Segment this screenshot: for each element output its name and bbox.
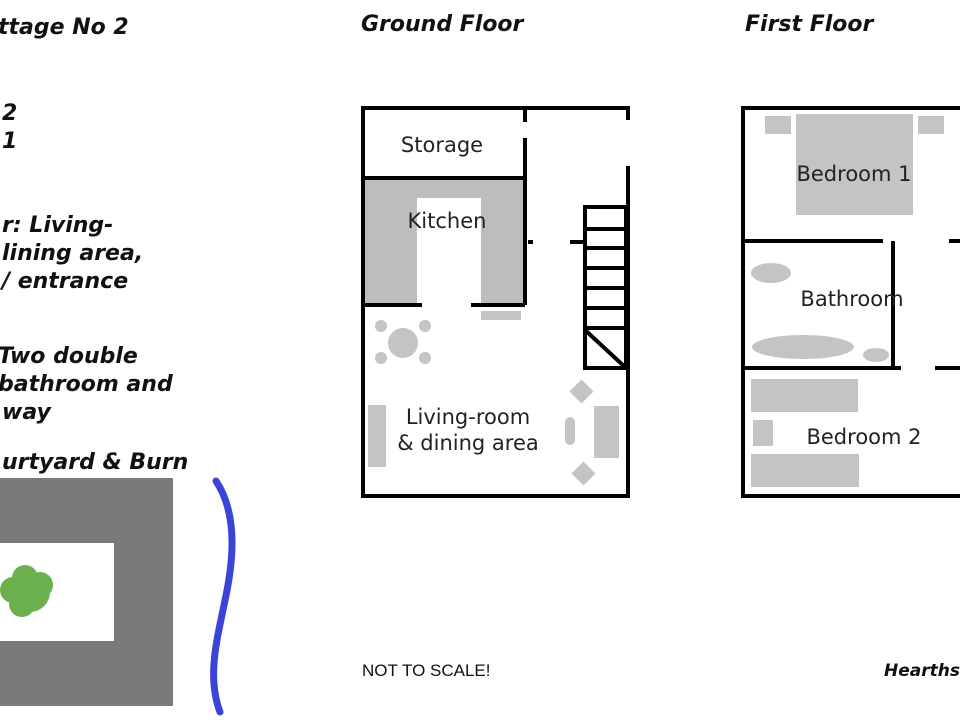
courtyard-diagram xyxy=(0,477,236,716)
room-living-2: & dining area xyxy=(397,431,539,455)
room-kitchen: Kitchen xyxy=(408,209,487,233)
chair xyxy=(419,352,431,364)
sofa xyxy=(594,406,619,458)
chair xyxy=(419,320,431,332)
room-storage: Storage xyxy=(401,133,483,157)
ground-desc-3: / entrance xyxy=(2,269,129,294)
info-line-a: 2 xyxy=(2,101,18,126)
nightstand xyxy=(753,420,773,446)
toilet xyxy=(863,348,889,362)
room-living-1: Living-room xyxy=(406,405,530,429)
info-line-b: 1 xyxy=(2,129,18,154)
bed-single-1 xyxy=(751,379,858,412)
chair xyxy=(375,352,387,364)
sink xyxy=(751,263,791,283)
coffee-table xyxy=(565,417,575,445)
burn-stream xyxy=(210,477,236,716)
first-desc-1: Two double xyxy=(0,344,138,369)
first-floor-heading: First Floor xyxy=(745,12,874,37)
armchair xyxy=(571,461,596,486)
staircase xyxy=(583,205,628,370)
not-to-scale-note: NOT TO SCALE! xyxy=(362,661,491,680)
dining-table xyxy=(388,328,418,358)
room-bedroom-1: Bedroom 1 xyxy=(796,162,911,186)
property-title: ttage No 2 xyxy=(0,15,129,40)
first-floor-plan: Bedroom 1 Bathroom Bedroom 2 xyxy=(741,106,960,498)
bed-single-2 xyxy=(751,454,859,487)
armchair xyxy=(569,379,594,404)
first-desc-3: way xyxy=(2,400,51,425)
first-desc-2: bathroom and xyxy=(0,372,173,397)
sofa xyxy=(368,405,386,467)
nightstand xyxy=(918,116,944,134)
bathtub xyxy=(752,335,854,359)
chair xyxy=(375,320,387,332)
bedroom-furniture xyxy=(751,114,944,487)
tree-icon xyxy=(0,565,53,617)
ground-floor-heading: Ground Floor xyxy=(361,12,524,37)
side-table xyxy=(481,311,521,320)
first-walls xyxy=(741,106,960,498)
kitchen-counters xyxy=(363,178,525,305)
room-bedroom-2: Bedroom 2 xyxy=(806,425,921,449)
ground-floor-plan: Storage Kitchen Living-room & dining are… xyxy=(361,106,630,498)
room-bathroom: Bathroom xyxy=(800,287,903,311)
courtyard-label: urtyard & Burn xyxy=(2,450,189,475)
credit-text: Hearths xyxy=(884,661,960,681)
ground-desc-2: lining area, xyxy=(2,241,144,266)
nightstand xyxy=(765,116,791,134)
ground-desc-1: r: Living- xyxy=(2,213,114,238)
bed-double-1 xyxy=(796,114,913,215)
ground-walls xyxy=(361,106,630,498)
living-furniture xyxy=(368,311,619,486)
